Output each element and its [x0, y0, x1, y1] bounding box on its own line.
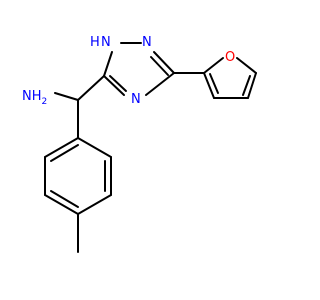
amine-label: NH2 [22, 89, 47, 107]
bond-benzene-4 [44, 194, 79, 215]
atom-labels: NH2 H N N N O [22, 35, 235, 107]
furan-oxygen-label: O [225, 50, 235, 65]
bond-methine-amine [54, 92, 79, 101]
triazole-n4-label: N [131, 92, 141, 107]
bond-benzene-3 [77, 194, 112, 215]
bond-furan-c5-c4-double [242, 75, 251, 96]
triazole-n2-label: N [142, 35, 152, 50]
bonds [44, 42, 257, 253]
bond-triazole-c5-n4-double [109, 75, 127, 92]
bond-furan-o-c2 [203, 57, 224, 74]
molecule-diagram: NH2 H N N N O [22, 35, 257, 253]
bond-benzene-6-double [50, 144, 79, 162]
bond-furan-c5-c4 [247, 72, 257, 99]
bond-triazole-n4-c3 [145, 72, 175, 96]
bond-benzene-4-double [50, 190, 79, 208]
structure-svg: NH2 H N N N O [22, 35, 257, 253]
bond-triazole-c3-n2 [153, 51, 175, 74]
triazole-nh-h-label: H [90, 35, 100, 50]
bond-benzene-6 [44, 137, 79, 158]
bond-furan-c3-c2 [203, 72, 215, 99]
triazole-n1-label: N [101, 35, 111, 50]
bond-furan-c3-c2-double [209, 73, 219, 94]
bond-triazole-c5-n4 [103, 75, 125, 96]
bond-triazole-c3-n2-double [150, 56, 169, 76]
bond-triazole-methine [77, 75, 105, 101]
bond-triazole-n1-c5 [103, 51, 113, 77]
bond-benzene-1 [77, 137, 112, 158]
bond-furan-o-c5 [236, 57, 257, 74]
